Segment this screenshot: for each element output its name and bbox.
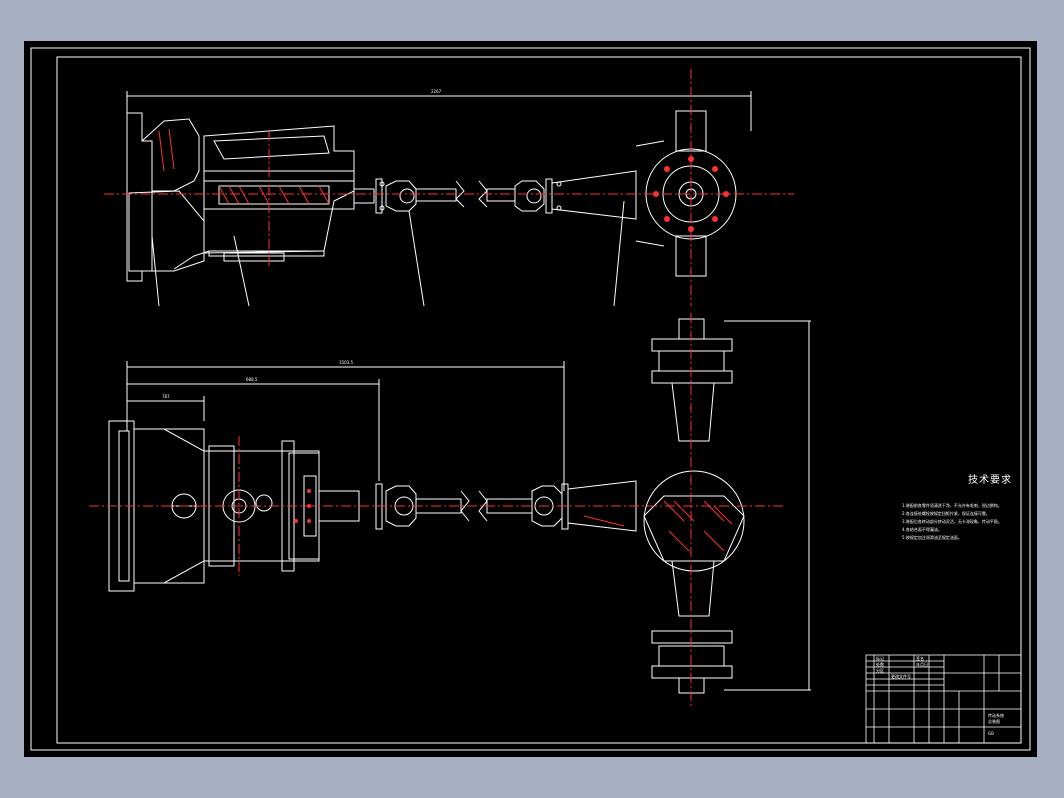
title-block-row-3: 分区 — [876, 668, 884, 673]
bottom-centerlines — [89, 313, 784, 706]
dimension-mid: 688.5 — [246, 377, 258, 382]
top-view — [126, 91, 752, 307]
title-block-code: GB — [988, 731, 994, 736]
outer-border — [30, 47, 1031, 751]
tech-requirements-title: 技术要求 — [968, 475, 1012, 486]
tech-line-2: 2.各连接处螺栓按规定扭矩拧紧，保证连接可靠。 — [902, 511, 990, 516]
cad-viewport: 2267 1503.5 688.5 787 技术要求 1.装配前各零件须清洗干净… — [24, 41, 1037, 757]
tech-line-4: 4.各结合面不得漏油。 — [902, 527, 942, 532]
title-block — [865, 654, 1022, 744]
dimension-lower: 1503.5 — [339, 360, 353, 365]
tech-line-1: 1.装配前各零件须清洗干净，不允许有毛刺，锐边倒钝。 — [902, 503, 1002, 508]
drawing-canvas — [30, 47, 1031, 751]
title-block-sub: 总装图 — [988, 719, 1000, 724]
dimension-short: 787 — [162, 394, 170, 399]
title-block-name: 传动系统 — [988, 713, 1004, 718]
top-centerlines — [104, 69, 794, 306]
title-block-row-5: 签名 — [916, 656, 924, 661]
tech-line-5: 5.按规定加注润滑油至规定油面。 — [902, 535, 962, 540]
tech-line-3: 3.装配后各转动部分转动灵活，无卡滞现象，传动平稳。 — [902, 519, 1002, 524]
dimension-overall: 2267 — [431, 89, 442, 94]
title-block-row-6: 年月日 — [916, 662, 928, 667]
inner-border — [56, 56, 1022, 744]
title-block-row-4: 更改文件号 — [891, 674, 911, 679]
title-block-row-1: 标记 — [876, 656, 884, 661]
title-block-row-2: 处数 — [876, 662, 884, 667]
